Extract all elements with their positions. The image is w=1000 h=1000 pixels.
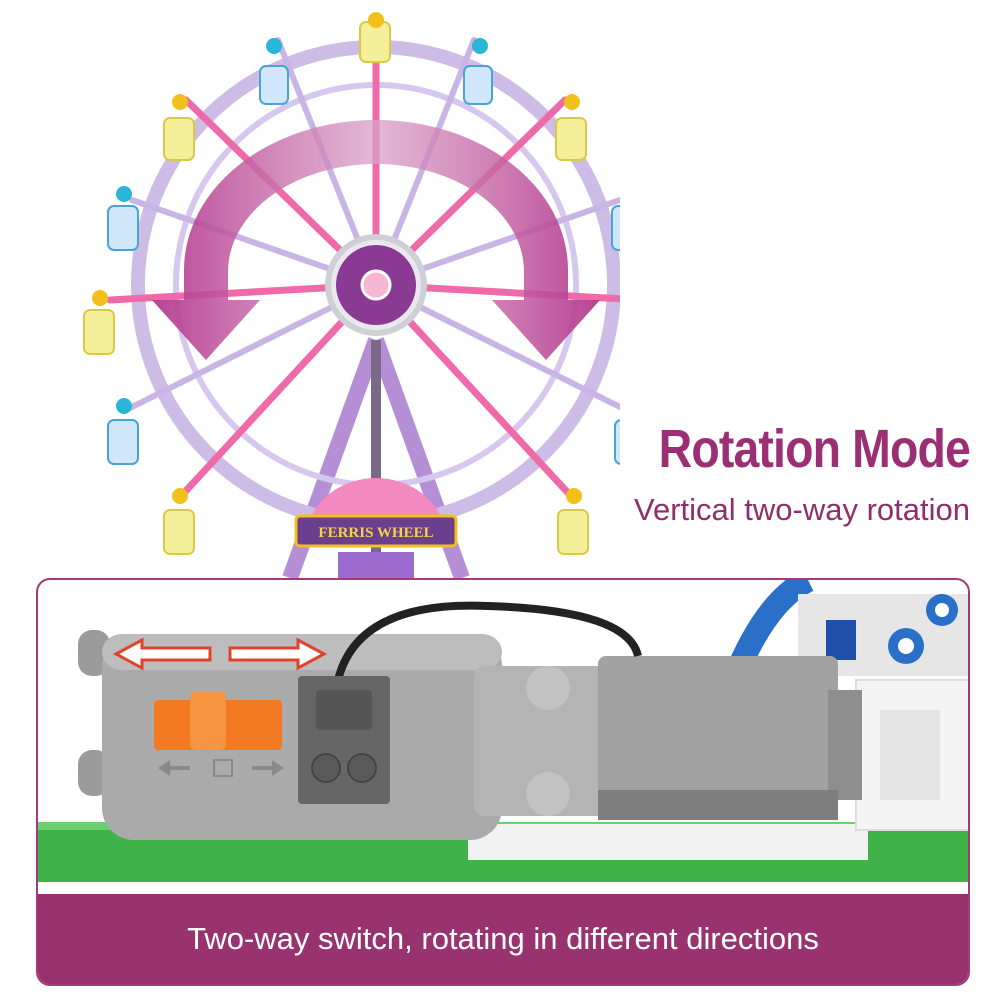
arrow-right-icon [228,637,328,671]
ferris-wheel-sign [294,514,458,548]
rotation-arrow [152,120,600,360]
caption-band: Two-way switch, rotating in different di… [38,894,968,984]
caption-text: Two-way switch, rotating in different di… [187,921,819,956]
direction-arrows [112,637,328,671]
motor-unit [474,656,862,820]
arrow-left-icon [112,637,212,671]
wheel-hub [325,234,427,336]
rotation-mode-subheading: Vertical two-way rotation [634,492,970,527]
ferris-wheel-illustration: FERRIS WHEEL [83,12,620,580]
direction-switch [154,692,284,777]
ferris-wheel-sign-text: FERRIS WHEEL [318,525,433,541]
power-cable [334,601,642,682]
motor-closeup-illustration [38,580,968,882]
rotation-mode-heading: Rotation Mode [658,419,971,479]
cable-connector [298,676,390,804]
motor-detail-panel: Two-way switch, rotating in different di… [36,578,970,986]
white-bricks [468,679,968,860]
gondolas [83,12,620,555]
